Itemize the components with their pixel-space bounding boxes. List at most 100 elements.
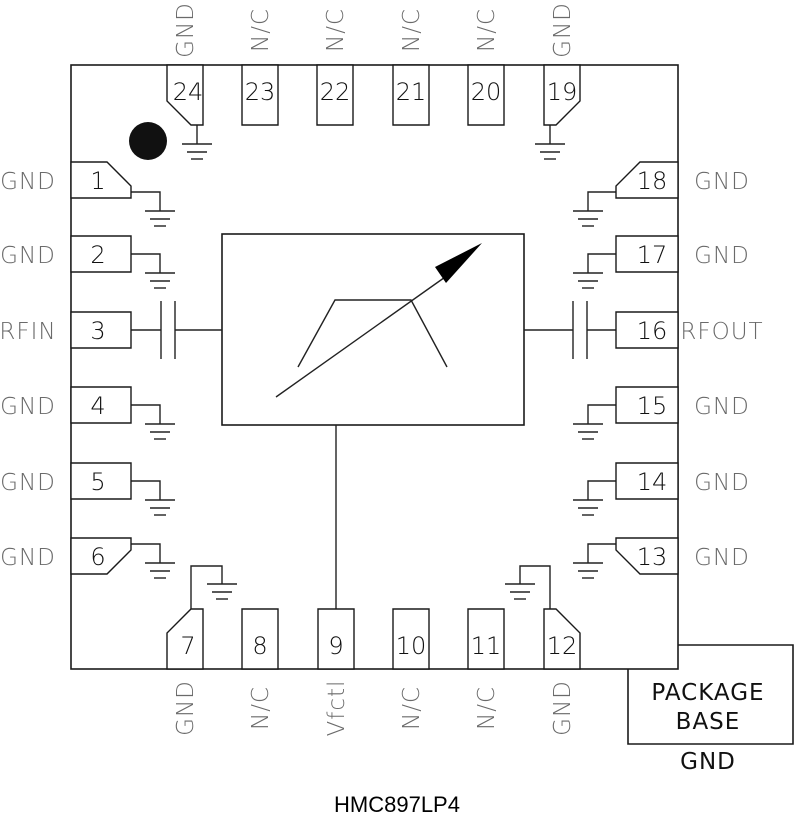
pin-label: GND (694, 545, 750, 571)
pins-layer: 1GND2GND3RFIN4GND5GND6GND7GND8N/C9Vfctl1… (0, 2, 763, 736)
pin-pad (467, 64, 505, 126)
pin-number: 20 (471, 78, 502, 106)
ground-symbol-icon (573, 423, 603, 440)
pin-number: 15 (637, 392, 668, 420)
pin-pad (615, 161, 679, 199)
ground-symbol-icon (145, 210, 175, 227)
ground-symbol-icon (145, 423, 175, 440)
pin-pad (316, 64, 354, 126)
pin-20: 20 N/C (467, 8, 505, 126)
pin-label: GND (694, 470, 750, 496)
ground-symbol-icon (182, 143, 212, 160)
pin-label: GND (694, 169, 750, 195)
pin-6: 6 GND (0, 537, 175, 579)
pin-pad (467, 608, 505, 670)
pin-pad (615, 235, 679, 273)
tunable-filter-block (221, 233, 525, 426)
ground-symbol-icon (145, 499, 175, 516)
ground-symbol-icon (145, 562, 175, 579)
package-base-line1: PACKAGE (651, 680, 764, 706)
pin-number: 24 (173, 78, 204, 106)
pin-number: 6 (90, 543, 105, 571)
pin-number: 23 (245, 78, 276, 106)
pin-number: 7 (180, 632, 195, 660)
ground-symbol-icon (573, 562, 603, 579)
pin-number: 18 (637, 167, 668, 195)
tuning-arrowhead-icon (435, 243, 482, 283)
pin-label: RFIN (0, 319, 57, 345)
pin-pad (241, 608, 279, 670)
pin-number: 2 (90, 241, 105, 269)
pin-pad (392, 64, 430, 126)
pin-label: GND (0, 545, 56, 571)
pin-label: GND (694, 394, 750, 420)
ground-symbol-icon (535, 143, 565, 160)
pin-label: GND (173, 2, 199, 58)
pin-number: 19 (547, 78, 578, 106)
ground-symbol-icon (505, 583, 535, 600)
pin-pad (70, 161, 132, 199)
ground-symbol-icon (207, 583, 237, 600)
pin-number: 21 (396, 78, 427, 106)
pin-label: GND (0, 243, 56, 269)
pin-pad (70, 462, 132, 500)
ground-symbol-icon (573, 272, 603, 289)
pin-pad (70, 311, 132, 349)
pin-pad (615, 537, 679, 575)
pin-label: N/C (248, 686, 274, 730)
rfout-dc-block-capacitor (524, 301, 616, 359)
pin-label: GND (550, 680, 576, 736)
pin-number: 22 (320, 78, 351, 106)
pin-number: 9 (328, 632, 343, 660)
pin-pad (317, 608, 355, 670)
pin-pad (543, 608, 581, 670)
pin-pad (615, 311, 679, 349)
pin-21: 21N/C (392, 8, 430, 126)
pin-label: GND (173, 680, 199, 736)
package-outline (70, 64, 679, 670)
pin-number: 13 (637, 543, 668, 571)
pin-pad (70, 386, 132, 424)
pin-24: 24 GND (166, 2, 212, 160)
pin-number: 4 (90, 392, 105, 420)
pin-label: GND (694, 243, 750, 269)
pin-label: N/C (474, 686, 500, 730)
pin-label: N/C (474, 8, 500, 52)
pin-23: 23 N/C (241, 8, 279, 126)
pin-label: GND (550, 2, 576, 58)
pin-label: GND (0, 169, 56, 195)
pin-number: 8 (252, 632, 267, 660)
package-base: PACKAGE BASE GND (627, 644, 794, 775)
pin-14: 14 GND (573, 462, 750, 516)
pin-number: 14 (637, 468, 668, 496)
pin1-indicator-dot (129, 122, 167, 160)
pin-number: 5 (90, 468, 105, 496)
filter-block-outline (221, 233, 525, 426)
pin-number: 12 (547, 632, 578, 660)
pin-number: 10 (396, 632, 427, 660)
pin-label: N/C (248, 8, 274, 52)
pin-label: N/C (399, 686, 425, 730)
pin-pad (615, 462, 679, 500)
pin-number: 16 (637, 317, 668, 345)
pin-number: 1 (90, 167, 105, 195)
pin-label: GND (0, 394, 56, 420)
pin-17: 17 GND (573, 235, 750, 289)
package-base-line2: BASE (676, 709, 741, 735)
bandpass-response-icon (297, 299, 448, 368)
pin-number: 17 (637, 241, 668, 269)
pin-4: 4 GND (0, 386, 175, 440)
pin-1: 1 GND (0, 161, 175, 227)
pin-number: 11 (471, 632, 502, 660)
pin-pad (70, 235, 132, 273)
pin-pad (392, 608, 430, 670)
pin-pad (70, 537, 132, 575)
pin-pad (166, 608, 204, 670)
pin-pad (543, 64, 581, 126)
